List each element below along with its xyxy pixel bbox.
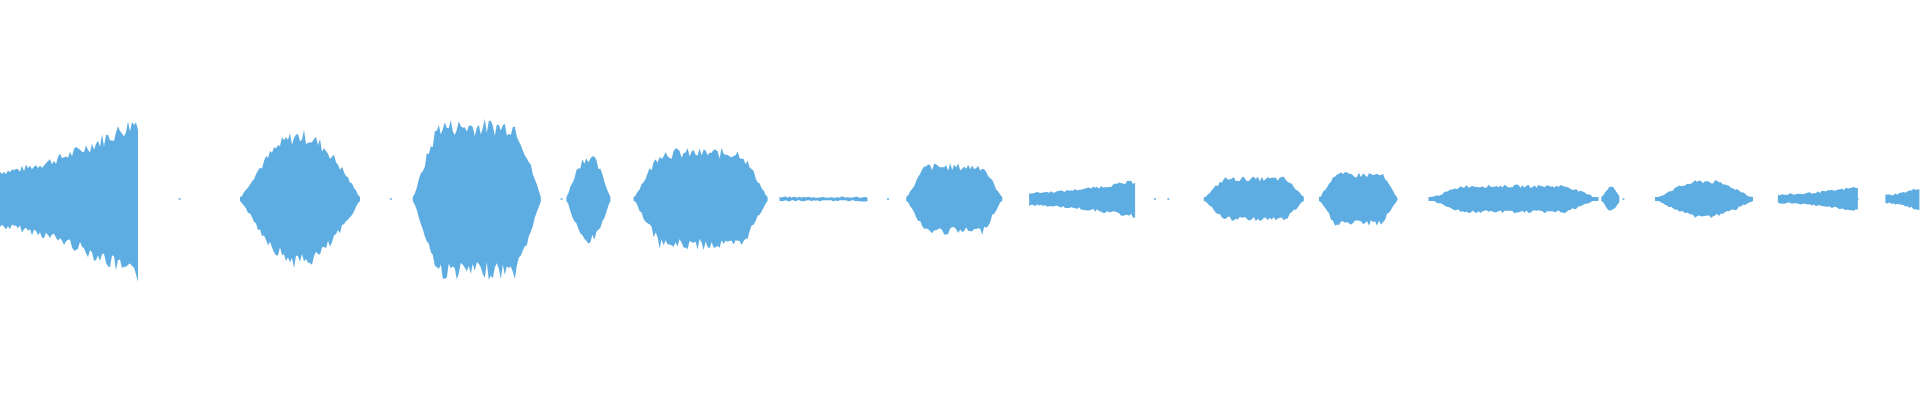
waveform-segment <box>0 121 138 283</box>
waveform-segment <box>412 118 541 280</box>
waveform-segment <box>633 147 768 251</box>
waveform-segment <box>779 196 868 202</box>
waveform-dot <box>389 198 392 200</box>
waveform-dot <box>178 198 181 200</box>
waveform-segment <box>1601 186 1620 211</box>
waveform-dot <box>1153 198 1156 200</box>
waveform-dot <box>1622 198 1625 200</box>
waveform-dot <box>560 198 563 200</box>
waveform-segment <box>240 129 360 269</box>
waveform-segment <box>906 163 1003 235</box>
waveform-segment <box>1428 184 1599 214</box>
waveform-segment <box>1319 172 1397 226</box>
waveform-segment <box>1885 188 1920 211</box>
waveform-segment <box>1029 180 1136 218</box>
waveform-segment <box>566 156 611 244</box>
waveform-segment <box>1203 176 1304 221</box>
waveform-dot <box>1167 198 1170 200</box>
waveform-segment <box>1777 186 1858 211</box>
waveform-dot <box>1395 198 1398 200</box>
waveform-dot <box>887 198 889 200</box>
waveform-segment <box>1655 180 1753 218</box>
waveform-dot <box>814 198 817 200</box>
waveform-dot <box>1856 198 1859 200</box>
